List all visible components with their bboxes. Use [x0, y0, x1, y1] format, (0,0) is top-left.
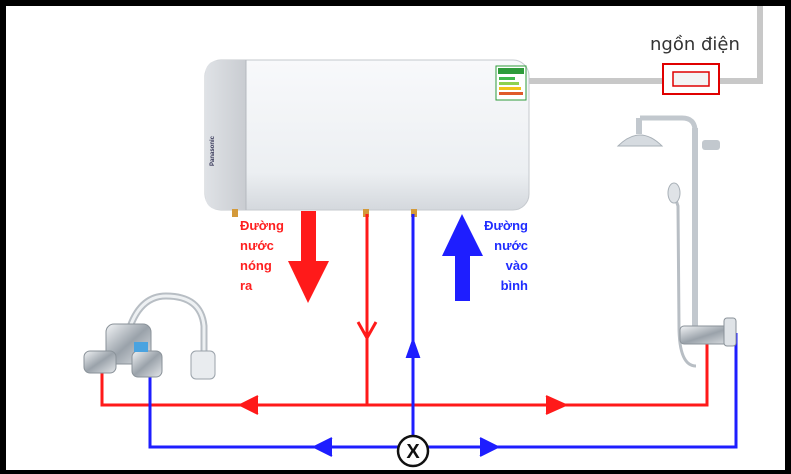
heater-brand: Panasonic [210, 135, 216, 166]
power-outlet-icon [662, 63, 720, 95]
cold-water-pipes [148, 214, 738, 457]
valve-symbol: X [406, 441, 420, 463]
power-label: ngồn điện [650, 34, 740, 55]
hot-water-label: Đường nước nóng ra [240, 216, 284, 296]
cold-water-label: Đường nước vào bình [472, 216, 528, 296]
valve-icon: X [396, 434, 430, 468]
shower-icon [616, 115, 737, 368]
hot-label-line: nước [240, 238, 274, 253]
diagram-svg: X [83, 6, 763, 468]
hot-outflow-arrow [288, 211, 329, 303]
cold-label-line: bình [500, 278, 528, 293]
hot-label-line: Đường [240, 218, 284, 233]
cold-label-line: nước [494, 238, 528, 253]
cold-label-line: vào [505, 258, 528, 273]
kitchen-faucet-icon [83, 292, 216, 380]
cold-label-line: Đường [484, 218, 528, 233]
water-heater [204, 59, 530, 217]
hot-label-line: ra [240, 278, 253, 293]
energy-label-icon [495, 65, 527, 101]
cold-inflow-arrow [442, 214, 483, 301]
power-cable [524, 6, 763, 84]
diagram-canvas: X [6, 6, 785, 470]
hot-label-line: nóng [240, 258, 272, 273]
hot-water-pipes [100, 214, 734, 415]
